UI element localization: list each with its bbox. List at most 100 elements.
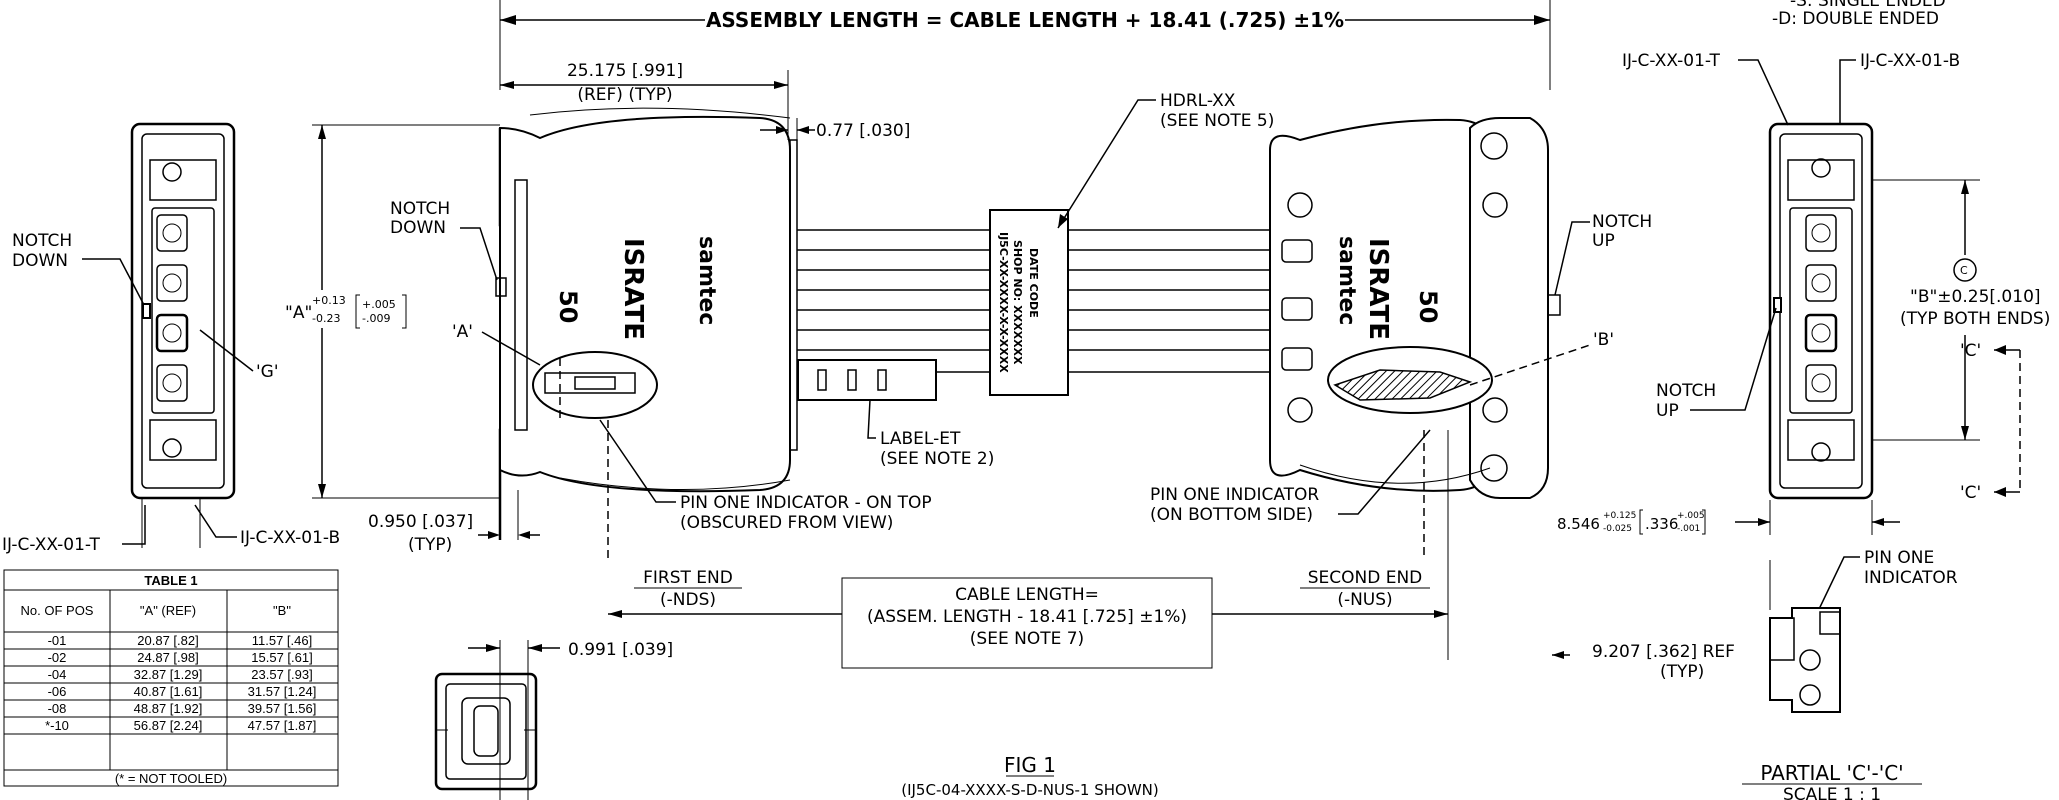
svg-text:NOTCH: NOTCH — [1656, 381, 1716, 401]
svg-text:(OBSCURED FROM VIEW): (OBSCURED FROM VIEW) — [680, 513, 893, 533]
svg-text:CABLE LENGTH=: CABLE LENGTH= — [955, 585, 1099, 605]
label-text-2: SHOP NO: XXXXXXX — [1011, 240, 1024, 365]
table-cell: -08 — [48, 701, 67, 716]
table-cell: 32.87 [1.29] — [134, 667, 203, 682]
dim-a-height: "A" +0.13 -0.23 +.005 -.009 — [285, 124, 500, 499]
right-notch-callout: NOTCH UP — [1656, 307, 1777, 421]
number-50-left: 50 — [554, 290, 582, 323]
ribbon-cable: IJ5C-XX-XXXX-X-X-XXXX SHOP NO: XXXXXXX D… — [797, 209, 1270, 401]
table-footnote: (* = NOT TOOLED) — [115, 771, 227, 786]
left-part-t: IJ-C-XX-01-T — [2, 535, 100, 555]
partial-c-c-view: PIN ONE INDICATOR 9.207 [.362] REF (TYP)… — [1552, 548, 1958, 800]
b-reference: 'B' — [1593, 330, 1614, 350]
assembly-length-label: ASSEMBLY LENGTH = CABLE LENGTH + 18.41 (… — [706, 8, 1344, 32]
dim-8-546: 8.546 +0.125 -0.025 .336 +.005 -.001 — [1557, 500, 1900, 535]
svg-text:'C': 'C' — [1960, 483, 1981, 503]
svg-text:SECOND END: SECOND END — [1308, 568, 1423, 588]
cable-length-dimension: FIRST END (-NDS) SECOND END (-NUS) CABLE… — [608, 430, 1449, 669]
svg-text:8.546: 8.546 — [1557, 515, 1600, 533]
table-header-cell: "B" — [273, 603, 291, 618]
pin-detail-view — [434, 672, 538, 791]
left-part-b: IJ-C-XX-01-B — [240, 528, 340, 548]
svg-text:(TYP): (TYP) — [1660, 662, 1704, 682]
svg-text:PIN ONE INDICATOR - ON TOP: PIN ONE INDICATOR - ON TOP — [680, 493, 932, 513]
svg-text:-0.23: -0.23 — [312, 312, 340, 325]
right-part-b: IJ-C-XX-01-B — [1860, 51, 1960, 71]
samtec-logo-right: samtec — [1334, 236, 1359, 325]
left-notch-callout: NOTCH DOWN 'G' — [12, 231, 279, 382]
svg-text:+.005: +.005 — [1677, 511, 1705, 521]
svg-text:NOTCH: NOTCH — [12, 231, 72, 251]
table-cell: 24.87 [.98] — [137, 650, 198, 665]
samtec-logo-left: samtec — [694, 236, 719, 325]
notch-up-callout: NOTCH UP — [1554, 212, 1652, 296]
label-et-callout: LABEL-ET (SEE NOTE 2) — [867, 399, 994, 469]
svg-text:0.950 [.037]: 0.950 [.037] — [368, 512, 473, 532]
svg-text:(SEE NOTE 5): (SEE NOTE 5) — [1160, 111, 1274, 131]
first-end-connector: samtec ISRATE 50 — [495, 107, 800, 540]
table-cell: 15.57 [.61] — [251, 650, 312, 665]
g-reference: 'G' — [256, 362, 279, 382]
svg-text:9.207 [.362] REF: 9.207 [.362] REF — [1592, 642, 1735, 662]
svg-text:PIN ONE INDICATOR: PIN ONE INDICATOR — [1150, 485, 1319, 505]
table-cell: 47.57 [1.87] — [248, 718, 317, 733]
table-cell: 23.57 [.93] — [251, 667, 312, 682]
svg-text:HDRL-XX: HDRL-XX — [1160, 91, 1236, 111]
svg-text:PARTIAL 'C'-'C': PARTIAL 'C'-'C' — [1760, 761, 1903, 785]
dim-25-175: 25.175 [.991] (REF) (TYP) — [500, 61, 789, 140]
section-c-markers: 'C' 'C' — [1960, 341, 2021, 503]
svg-text:UP: UP — [1656, 401, 1679, 421]
table-cell: -04 — [48, 667, 67, 682]
svg-text:-D: DOUBLE ENDED: -D: DOUBLE ENDED — [1772, 9, 1939, 29]
svg-text:NOTCH: NOTCH — [390, 199, 450, 219]
svg-text:DOWN: DOWN — [390, 218, 446, 238]
pin-one-bottom-callout: PIN ONE INDICATOR (ON BOTTOM SIDE) — [1150, 429, 1431, 560]
svg-text:+0.13: +0.13 — [312, 294, 346, 307]
svg-text:0.991 [.039]: 0.991 [.039] — [568, 640, 673, 660]
svg-text:'C': 'C' — [1960, 341, 1981, 361]
hdrl-callout: HDRL-XX (SEE NOTE 5) — [1057, 91, 1274, 229]
svg-text:(SEE NOTE 2): (SEE NOTE 2) — [880, 449, 994, 469]
table-header-cell: No. OF POS — [21, 603, 94, 618]
dim-25-175-value: 25.175 [.991] — [567, 61, 683, 81]
svg-text:-0.025: -0.025 — [1603, 524, 1632, 534]
figure-caption: FIG 1 (IJ5C-04-XXXX-S-D-NUS-1 SHOWN) — [901, 753, 1159, 799]
svg-text:FIG 1: FIG 1 — [1004, 753, 1056, 777]
table-title: TABLE 1 — [144, 573, 197, 588]
svg-text:PIN ONE: PIN ONE — [1864, 548, 1934, 568]
table-cell: 48.87 [1.92] — [134, 701, 203, 716]
table-header-cell: "A" (REF) — [140, 603, 196, 618]
svg-text:0.77 [.030]: 0.77 [.030] — [816, 121, 910, 141]
svg-text:"B"±0.25[.010]: "B"±0.25[.010] — [1910, 287, 2041, 307]
svg-text:(ASSEM. LENGTH - 18.41 [.725]: (ASSEM. LENGTH - 18.41 [.725] ±1%) — [867, 607, 1187, 627]
svg-text:(ON BOTTOM SIDE): (ON BOTTOM SIDE) — [1150, 505, 1313, 525]
brand-word-right: ISRATE — [1363, 238, 1393, 340]
table-cell: 56.87 [2.24] — [134, 718, 203, 733]
svg-text:"A": "A" — [285, 303, 312, 323]
left-end-view — [130, 122, 236, 500]
dim-0-950: 0.950 [.037] (TYP) — [368, 490, 540, 555]
dim-0-77: 0.77 [.030] — [760, 118, 910, 141]
svg-text:+0.125: +0.125 — [1603, 511, 1636, 521]
svg-text:(-NDS): (-NDS) — [660, 590, 716, 610]
number-50-right: 50 — [1414, 290, 1442, 323]
end-options-note: -S: SINGLE ENDED -D: DOUBLE ENDED — [1772, 0, 1946, 29]
svg-text:'A': 'A' — [452, 322, 473, 342]
brand-word-left: ISRATE — [618, 238, 648, 340]
svg-text:'B': 'B' — [1593, 330, 1614, 350]
table-cell: 11.57 [.46] — [252, 633, 312, 648]
svg-text:SCALE 1 : 1: SCALE 1 : 1 — [1783, 785, 1881, 800]
table-cell: 31.57 [1.24] — [248, 684, 317, 699]
label-text-1: IJ5C-XX-XXXX-X-X-XXXX — [997, 232, 1010, 373]
table-cell: 39.57 [1.56] — [248, 701, 317, 716]
svg-text:(TYP BOTH ENDS): (TYP BOTH ENDS) — [1900, 309, 2050, 329]
dim-b: C "B"±0.25[.010] (TYP BOTH ENDS) — [1872, 179, 2050, 441]
table-cell: 20.87 [.82] — [137, 633, 198, 648]
table-cell: 40.87 [1.61] — [134, 684, 203, 699]
right-part-callouts: IJ-C-XX-01-T IJ-C-XX-01-B — [1622, 51, 1960, 126]
svg-text:(TYP): (TYP) — [408, 535, 452, 555]
notch-down-callout: NOTCH DOWN — [390, 199, 498, 281]
svg-text:INDICATOR: INDICATOR — [1864, 568, 1958, 588]
